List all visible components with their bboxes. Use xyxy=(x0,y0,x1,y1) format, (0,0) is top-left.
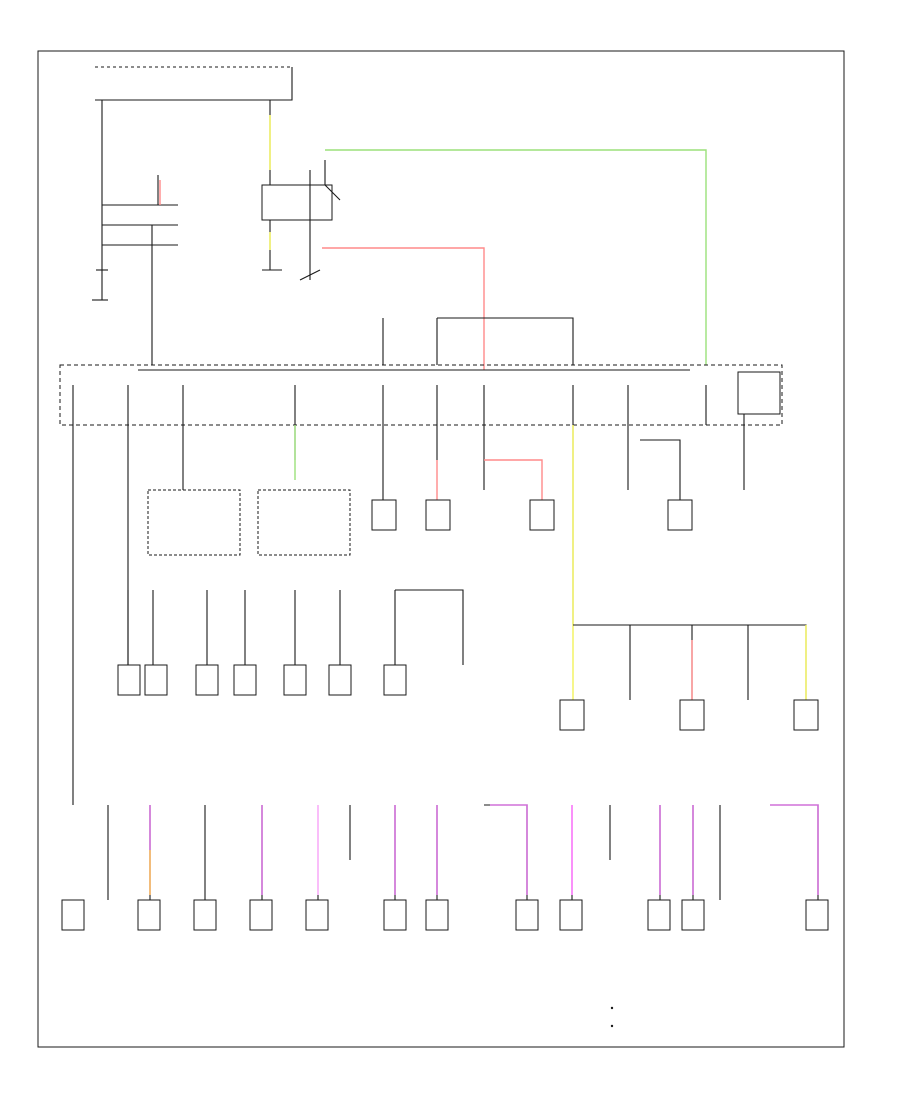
legend-bullet-1 xyxy=(610,1006,614,1010)
bottom-components xyxy=(61,899,829,931)
wire-red-main xyxy=(322,247,485,370)
fuse-box-inset xyxy=(737,371,781,415)
left-relay-box xyxy=(147,489,241,556)
wire-violet-5 xyxy=(490,804,528,895)
ignition-relay-box xyxy=(261,184,333,221)
fuse-relay-box xyxy=(59,364,783,426)
fuses xyxy=(72,378,745,425)
top-supply-section xyxy=(92,66,341,365)
tier2-components xyxy=(371,499,693,531)
legend xyxy=(610,1006,614,1028)
tier3-components xyxy=(117,664,819,731)
wire-violet-8 xyxy=(770,804,819,895)
wire-green-main xyxy=(325,149,707,365)
legend-bullet-2 xyxy=(610,1024,614,1028)
wire-red-tier2b xyxy=(484,459,543,500)
right-relay-box xyxy=(257,489,351,556)
bottom-wires xyxy=(107,804,819,900)
diagram-frame xyxy=(37,50,845,1048)
